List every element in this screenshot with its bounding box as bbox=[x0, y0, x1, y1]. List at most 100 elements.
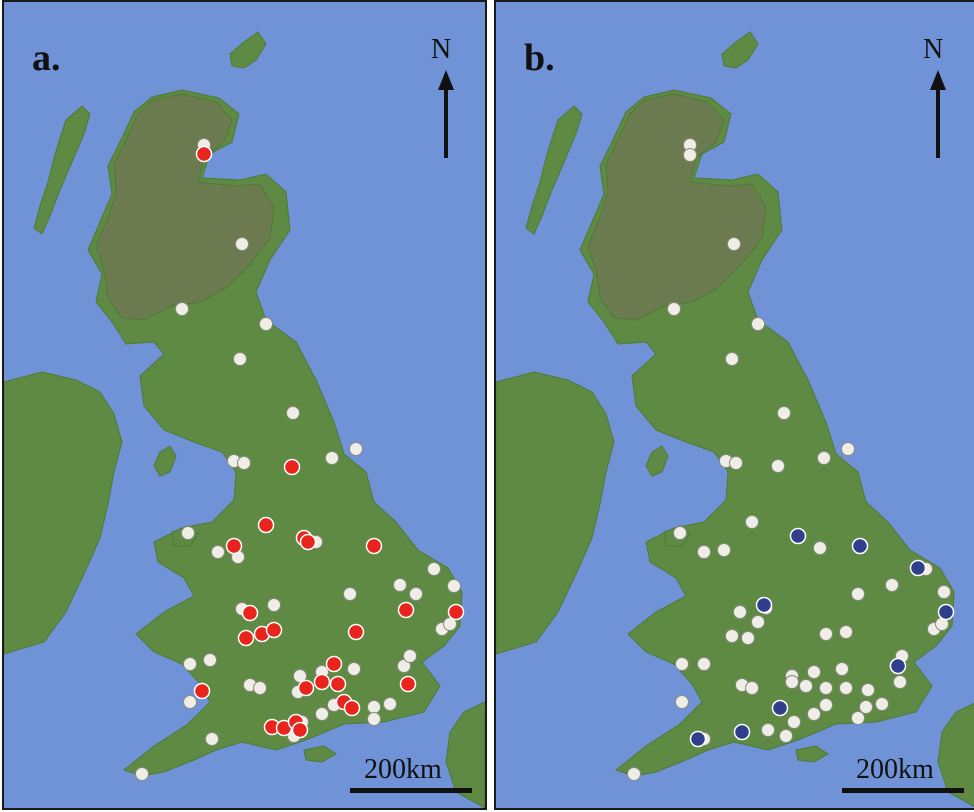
map-canvas-a bbox=[4, 31, 485, 808]
isle-of-man bbox=[645, 445, 669, 477]
site-marker bbox=[367, 712, 381, 726]
orkney-island bbox=[721, 31, 759, 69]
site-marker bbox=[235, 237, 249, 251]
site-marker bbox=[937, 585, 951, 599]
site-marker bbox=[799, 679, 813, 693]
site-marker bbox=[861, 683, 875, 697]
site-marker bbox=[777, 406, 791, 420]
site-marker bbox=[885, 578, 899, 592]
highlighted-site-marker bbox=[257, 516, 275, 534]
highlighted-site-marker bbox=[225, 537, 243, 555]
scale-bar bbox=[350, 788, 472, 793]
site-marker bbox=[267, 598, 281, 612]
site-marker bbox=[875, 697, 889, 711]
site-marker bbox=[787, 715, 801, 729]
ireland-landmass bbox=[496, 371, 615, 655]
site-marker bbox=[211, 545, 225, 559]
site-marker bbox=[237, 456, 251, 470]
north-label: N bbox=[431, 34, 452, 65]
site-marker bbox=[779, 729, 793, 743]
site-marker bbox=[835, 662, 849, 676]
outer-hebrides-island bbox=[33, 105, 91, 235]
panel-label: a. bbox=[32, 37, 61, 79]
site-marker bbox=[135, 767, 149, 781]
site-marker bbox=[447, 579, 461, 593]
site-marker bbox=[817, 451, 831, 465]
site-marker bbox=[675, 657, 689, 671]
highlighted-site-marker bbox=[291, 721, 309, 739]
site-marker bbox=[807, 707, 821, 721]
scale-label: 200km bbox=[856, 754, 934, 785]
north-arrow-icon bbox=[930, 70, 946, 158]
site-marker bbox=[393, 578, 407, 592]
ireland-landmass bbox=[4, 371, 123, 655]
site-marker bbox=[751, 317, 765, 331]
orkney-island bbox=[229, 31, 267, 69]
site-marker bbox=[367, 700, 381, 714]
north-label: N bbox=[923, 34, 944, 65]
site-marker bbox=[673, 526, 687, 540]
site-marker bbox=[675, 695, 689, 709]
site-marker bbox=[325, 451, 339, 465]
site-marker bbox=[741, 631, 755, 645]
highlighted-site-marker bbox=[265, 621, 283, 639]
site-marker bbox=[383, 697, 397, 711]
site-marker bbox=[751, 615, 765, 629]
site-marker bbox=[819, 627, 833, 641]
site-marker bbox=[839, 625, 853, 639]
site-marker bbox=[819, 698, 833, 712]
site-marker bbox=[627, 767, 641, 781]
isle-of-wight bbox=[303, 745, 337, 763]
site-marker bbox=[349, 442, 363, 456]
highlighted-site-marker bbox=[397, 601, 415, 619]
site-marker bbox=[259, 317, 273, 331]
site-marker bbox=[409, 587, 423, 601]
site-marker bbox=[819, 681, 833, 695]
highlighted-site-marker bbox=[343, 699, 361, 717]
highlighted-site-marker bbox=[241, 604, 259, 622]
continental-coast bbox=[445, 701, 485, 808]
site-marker bbox=[725, 629, 739, 643]
isle-of-man bbox=[153, 445, 177, 477]
highlighted-site-marker bbox=[771, 699, 789, 717]
map-panel-b: b. N 200km bbox=[494, 0, 974, 810]
site-marker bbox=[683, 148, 697, 162]
site-marker bbox=[286, 406, 300, 420]
site-marker bbox=[315, 707, 329, 721]
highlighted-site-marker bbox=[851, 537, 869, 555]
scale-label: 200km bbox=[364, 754, 442, 785]
site-marker bbox=[343, 587, 357, 601]
panel-label: b. bbox=[524, 37, 555, 79]
highlighted-site-marker bbox=[193, 682, 211, 700]
site-marker bbox=[771, 459, 785, 473]
terrain-b bbox=[496, 31, 974, 807]
highlighted-site-marker bbox=[237, 629, 255, 647]
site-marker bbox=[427, 562, 441, 576]
continental-coast bbox=[937, 702, 974, 807]
sites-highlighted-a bbox=[193, 145, 465, 739]
site-marker bbox=[183, 695, 197, 709]
site-marker bbox=[745, 681, 759, 695]
highlighted-site-marker bbox=[297, 679, 315, 697]
sites-other-b bbox=[627, 138, 951, 781]
site-marker bbox=[347, 662, 361, 676]
site-marker bbox=[667, 302, 681, 316]
highlighted-site-marker bbox=[313, 673, 331, 691]
map-canvas-b bbox=[496, 31, 974, 807]
site-marker bbox=[851, 711, 865, 725]
highlighted-site-marker bbox=[447, 603, 465, 621]
highlighted-site-marker bbox=[329, 675, 347, 693]
site-marker bbox=[233, 352, 247, 366]
map-panel-a: a. N 200km bbox=[2, 0, 487, 810]
site-marker bbox=[725, 352, 739, 366]
highlighted-site-marker bbox=[909, 559, 927, 577]
site-marker bbox=[403, 649, 417, 663]
site-marker bbox=[841, 442, 855, 456]
highlighted-site-marker bbox=[399, 675, 417, 693]
site-marker bbox=[733, 605, 747, 619]
highlighted-site-marker bbox=[789, 527, 807, 545]
site-marker bbox=[859, 700, 873, 714]
site-marker bbox=[175, 302, 189, 316]
site-marker bbox=[205, 732, 219, 746]
